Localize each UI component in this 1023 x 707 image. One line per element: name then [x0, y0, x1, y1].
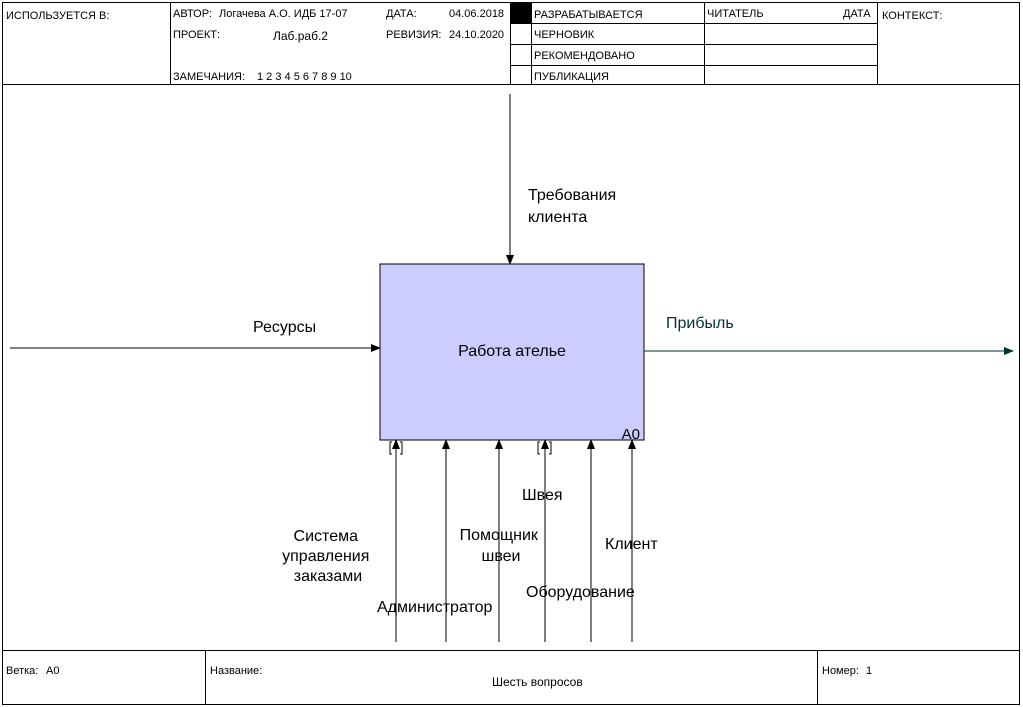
activity-box-label: Работа ателье	[458, 343, 566, 360]
tunnel-bracket-seamstress	[537, 441, 552, 455]
project-value: Лаб.раб.2	[273, 29, 328, 43]
header-divider-reader	[704, 2, 705, 84]
mechanism-label-order-system: Система управления заказами	[282, 528, 374, 585]
activity-box-id: A0	[622, 426, 640, 443]
header-divider-context	[877, 2, 878, 84]
control-label-line-1: Требования	[528, 187, 616, 204]
revision-label: РЕВИЗИЯ:	[386, 29, 442, 41]
status-row-line-2	[510, 44, 877, 45]
status-working: РАЗРАБАТЫВАЕТСЯ	[534, 9, 643, 21]
author-label: АВТОР:	[173, 8, 212, 20]
status-publication: ПУБЛИКАЦИЯ	[534, 71, 609, 83]
status-draft: ЧЕРНОВИК	[534, 29, 595, 41]
project-label: ПРОЕКТ:	[173, 29, 221, 41]
notes-value: 1 2 3 4 5 6 7 8 9 10	[257, 71, 352, 83]
date-value: 04.06.2018	[449, 8, 505, 20]
mech-2-line-2: швеи	[482, 548, 521, 565]
author-value: Логачева А.О. ИДБ 17-07	[219, 8, 348, 20]
title-value: Шесть вопросов	[492, 675, 583, 689]
status-marker-working	[511, 3, 531, 23]
status-row-line-1	[510, 23, 877, 24]
mechanism-label-seamstress: Швея	[522, 487, 563, 504]
control-label-line-2: клиента	[528, 209, 587, 226]
output-arrow-label: Прибыль	[666, 315, 734, 332]
header-divider-usedin	[170, 2, 171, 84]
input-arrow-label: Ресурсы	[253, 319, 316, 336]
mech-2-line-1: Помощник	[460, 527, 539, 544]
footer-divider-node	[205, 650, 206, 705]
mech-0-line-1: Система	[294, 528, 359, 545]
node-label: Ветка:	[6, 665, 39, 677]
status-row-line-3	[510, 65, 877, 66]
mechanism-label-administrator: Администратор	[377, 599, 493, 616]
activity-box[interactable]	[379, 263, 645, 441]
context-label: КОНТЕКСТ:	[882, 10, 943, 22]
reader-label: ЧИТАТЕЛЬ	[707, 8, 764, 20]
node-value: A0	[46, 665, 60, 677]
mechanism-label-client: Клиент	[605, 536, 658, 553]
header-divider-status	[510, 2, 511, 84]
number-value: 1	[866, 665, 873, 677]
title-label: Название:	[210, 665, 263, 677]
mech-0-line-3: заказами	[294, 568, 362, 585]
revision-value: 24.10.2020	[449, 29, 505, 41]
reader-date-label: ДАТА	[843, 8, 871, 20]
control-arrow-label: Требования клиента	[528, 187, 621, 226]
number-label: Номер:	[822, 665, 859, 677]
footer-divider-number	[817, 650, 818, 705]
footer-top-border	[2, 650, 1020, 651]
date-label: ДАТА:	[386, 8, 417, 20]
tunnel-bracket-order-system	[389, 441, 403, 455]
mechanism-label-equipment: Оборудование	[526, 584, 635, 601]
used-in-label: ИСПОЛЬЗУЕТСЯ В:	[6, 10, 110, 22]
notes-label: ЗАМЕЧАНИЯ:	[173, 71, 245, 83]
status-recommended: РЕКОМЕНДОВАНО	[534, 50, 635, 62]
header-divider-status-text	[531, 2, 532, 84]
header-bottom-border	[2, 84, 1020, 85]
mech-0-line-2: управления	[282, 548, 369, 565]
mechanism-label-assistant: Помощник швеи	[460, 527, 543, 565]
